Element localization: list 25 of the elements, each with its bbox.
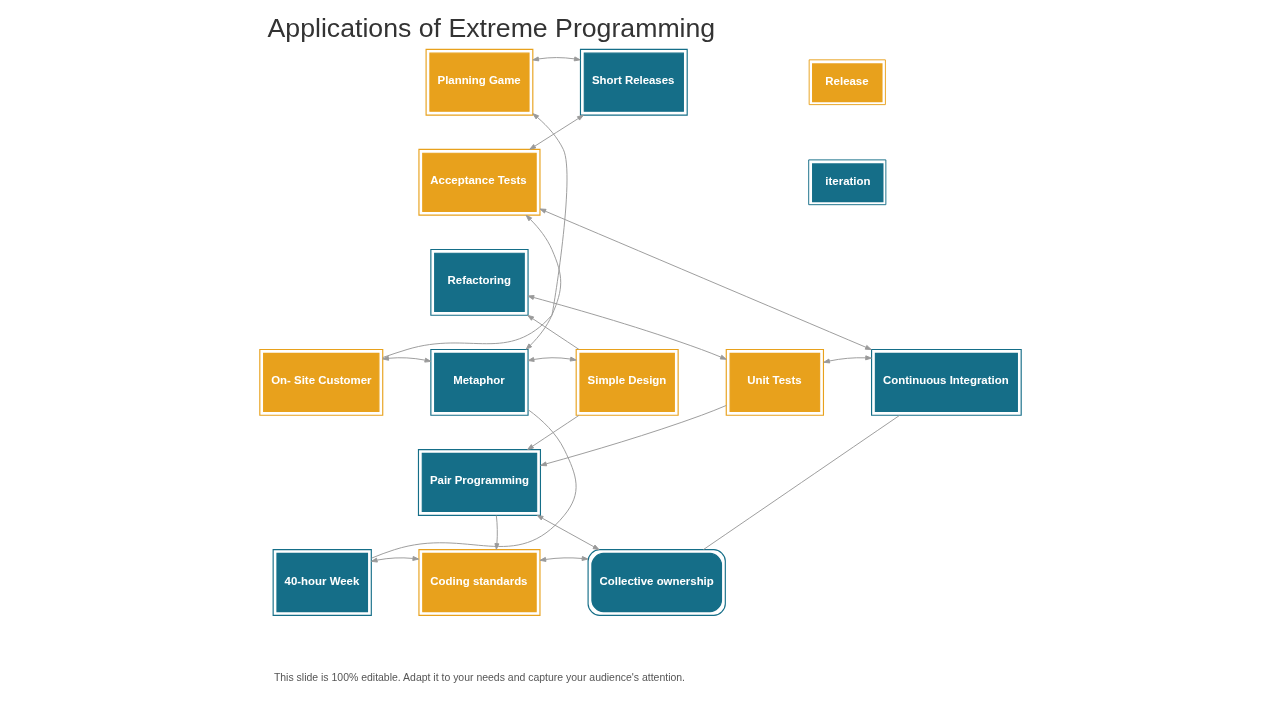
arrow xyxy=(525,214,561,350)
arrow xyxy=(536,514,599,551)
node-box: Refactoring xyxy=(429,248,529,316)
arrow xyxy=(531,56,581,62)
node-box: Short Releases xyxy=(579,48,688,116)
arrow xyxy=(527,356,577,362)
arrow xyxy=(539,556,588,562)
arrow xyxy=(822,355,872,364)
arrow xyxy=(381,355,431,363)
connector xyxy=(702,414,900,550)
arrow xyxy=(381,113,567,358)
legend-label: iteration xyxy=(824,174,870,187)
diagram-title: Applications of Extreme Programming xyxy=(267,13,715,44)
arrow xyxy=(527,295,727,360)
arrow xyxy=(539,208,872,351)
arrow xyxy=(493,515,499,550)
arrow xyxy=(526,415,579,450)
arrow xyxy=(528,114,584,150)
label: This slide is 100% editable. Adapt it to your needs and capture your audience's attention. xyxy=(273,672,685,684)
arrow xyxy=(370,555,419,563)
arrow xyxy=(526,314,579,350)
legend-label: Release xyxy=(824,74,869,87)
arrow xyxy=(539,405,727,467)
node-box: Acceptance Tests xyxy=(417,148,541,216)
connector xyxy=(370,409,576,559)
